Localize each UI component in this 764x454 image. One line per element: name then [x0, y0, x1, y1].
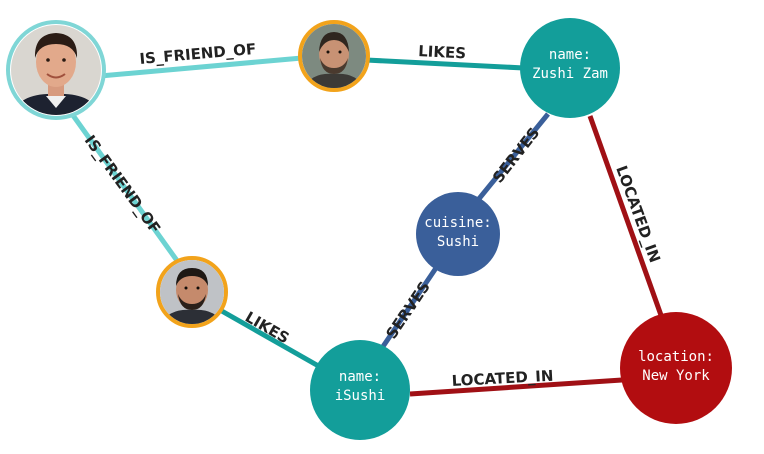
edge-label-located-in-bottom: LOCATED_IN: [451, 367, 554, 390]
person-node-3[interactable]: [156, 256, 228, 328]
edge-is-friend-of-left: [69, 112, 181, 264]
edge-label-is-friend-of-left: IS_FRIEND_OF: [81, 132, 164, 237]
edge-label-serves-top: SERVES: [489, 124, 543, 187]
cuisine-node-sushi[interactable]: cuisine: Sushi: [416, 192, 500, 276]
restaurant-node-zushi-zam[interactable]: name: Zushi Zam: [520, 18, 620, 118]
node-label-value: New York: [642, 368, 710, 384]
edge-label-serves-bottom: SERVES: [382, 278, 433, 342]
node-label-value: Sushi: [437, 234, 479, 250]
node-label-key: name:: [339, 369, 381, 385]
edge-is-friend-of-top: [99, 55, 303, 79]
restaurant-node-isushi[interactable]: name: iSushi: [310, 340, 410, 440]
edge-serves-top: [476, 112, 550, 202]
edge-located-in-bottom: [409, 377, 623, 397]
edge-label-likes-top: LIKES: [418, 42, 467, 62]
edge-serves-bottom: [379, 266, 439, 350]
node-label-key: location:: [638, 349, 714, 365]
edge-likes-top: [365, 57, 525, 71]
edge-likes-bottom: [218, 307, 324, 371]
person-photo-icon: [160, 260, 224, 324]
person-node-2[interactable]: [298, 20, 370, 92]
node-label-key: cuisine:: [424, 215, 491, 231]
location-node-new-york[interactable]: location: New York: [620, 312, 732, 424]
node-label-value: Zushi Zam: [532, 66, 608, 82]
node-label-key: name:: [549, 47, 591, 63]
edge-label-likes-bottom: LIKES: [242, 308, 292, 347]
node-label-value: iSushi: [335, 388, 386, 404]
edge-located-in-right: [587, 115, 665, 319]
person-node-1[interactable]: [6, 20, 106, 120]
